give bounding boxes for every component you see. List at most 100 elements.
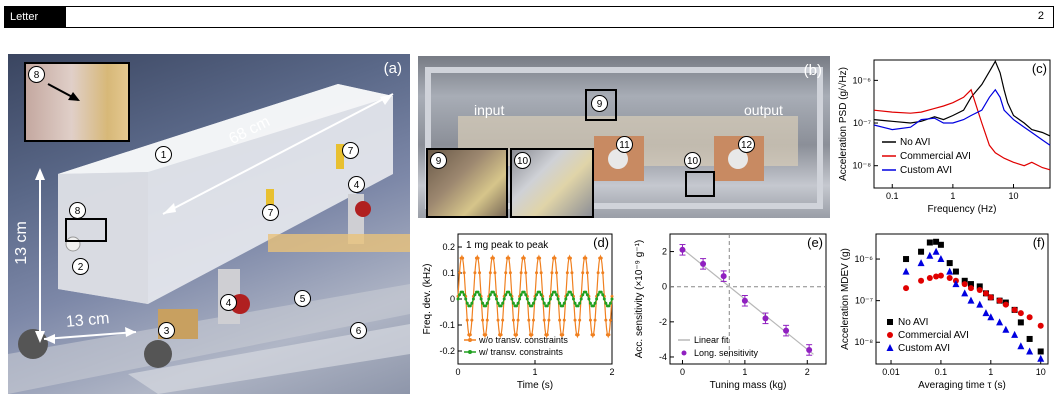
series-point	[570, 271, 574, 275]
callout-9: 9	[591, 95, 608, 112]
series-point	[527, 301, 531, 305]
series-point	[507, 256, 511, 260]
x-axis-label: Averaging time τ (s)	[918, 380, 1006, 391]
y-axis-label: Acceleration MDEV (g)	[840, 248, 851, 350]
series-point	[578, 301, 582, 305]
x-tick-label: 1	[950, 191, 955, 201]
series-point	[510, 297, 514, 301]
data-point-square	[1037, 348, 1044, 355]
series-point	[550, 271, 554, 275]
data-point-triangle	[1011, 330, 1019, 338]
data-point	[679, 246, 686, 253]
series-point	[519, 293, 523, 297]
series-point	[458, 271, 462, 275]
data-point-triangle	[917, 259, 925, 267]
series-point	[487, 297, 491, 301]
series-point	[601, 271, 605, 275]
series-point	[499, 333, 503, 337]
series-point	[508, 271, 512, 275]
series-point	[573, 301, 577, 305]
inset-callout-10: 10	[514, 152, 531, 169]
series-point	[479, 297, 483, 301]
y-tick-label: -0.1	[439, 320, 455, 330]
data-point-triangle	[1026, 347, 1034, 355]
y-tick-label: 0.2	[442, 242, 455, 252]
series-point	[599, 256, 603, 260]
legend-label: Commercial AVI	[900, 151, 971, 162]
data-point-circle	[1002, 301, 1009, 308]
series-point	[550, 293, 554, 297]
data-point-square	[952, 268, 959, 275]
data-point-square	[967, 281, 974, 288]
legend-marker	[681, 350, 687, 356]
series-point	[491, 256, 495, 260]
series-point	[558, 318, 562, 322]
data-point	[741, 297, 748, 304]
series-point	[524, 271, 528, 275]
series-point	[576, 304, 580, 308]
data-point-triangle	[976, 300, 984, 308]
y-tick-label: 2	[662, 247, 667, 257]
y-tick-label: 0	[450, 294, 455, 304]
series-point	[516, 301, 520, 305]
series-point	[476, 290, 480, 294]
series-point	[531, 301, 535, 305]
series-point	[495, 297, 498, 301]
y-axis-label: Acc. sensitivity (×10⁻⁹ g⁻¹)	[634, 240, 645, 358]
series-point	[499, 304, 503, 308]
series-point	[561, 304, 565, 308]
x-tick-label: 1	[742, 367, 747, 377]
x-tick-label: 0	[455, 367, 460, 377]
series-point	[542, 318, 546, 322]
series-point	[553, 256, 557, 260]
data-point-circle	[903, 285, 910, 292]
legend-label: Linear fit	[694, 335, 729, 345]
series-point	[601, 293, 605, 297]
y-tick-label: -0.2	[439, 346, 455, 356]
x-axis-label: Frequency (Hz)	[928, 204, 997, 215]
series-point	[596, 293, 600, 297]
x-tick-label: 10	[1036, 367, 1046, 377]
panel-b-photo: 9 10 (b) input output 9 10 11 12	[416, 54, 832, 220]
series-point	[568, 256, 572, 260]
series-point	[468, 333, 472, 337]
y-tick-label: 0	[662, 282, 667, 292]
header-bar	[4, 6, 1054, 28]
series-point	[515, 333, 519, 337]
series-point	[545, 333, 549, 337]
callout-4a: 4	[220, 294, 237, 311]
series-point	[562, 301, 566, 305]
annotation: 1 mg peak to peak	[466, 240, 549, 251]
x-tick-label: 2	[609, 367, 614, 377]
series-point	[488, 271, 492, 275]
series-point	[581, 293, 585, 297]
series-point	[508, 293, 512, 297]
series-point	[501, 318, 505, 322]
series-point	[484, 333, 488, 337]
legend-marker	[887, 319, 893, 325]
data-point	[783, 327, 790, 334]
x-tick-label: 1	[532, 367, 537, 377]
page-number: 2	[1037, 10, 1044, 22]
series-point	[607, 333, 611, 337]
series-point	[530, 333, 534, 337]
series-point	[516, 318, 520, 322]
legend-label: Custom AVI	[900, 165, 952, 176]
series-point	[610, 294, 614, 298]
series-point	[473, 293, 477, 297]
series-point	[524, 293, 528, 297]
data-point-circle	[961, 281, 968, 288]
series-point	[465, 301, 469, 305]
plot-frame	[669, 233, 827, 365]
series-point	[608, 318, 612, 322]
data-point-circle	[1011, 306, 1018, 313]
y-tick-label: 10⁻⁷	[853, 118, 871, 128]
series-point	[468, 304, 472, 308]
series-point	[608, 301, 612, 305]
series-line-custom-avi	[873, 88, 1051, 146]
callout-6: 6	[350, 322, 367, 339]
series-point	[519, 271, 523, 275]
y-tick-label: 10⁻⁶	[855, 254, 874, 264]
series-point	[579, 297, 583, 301]
